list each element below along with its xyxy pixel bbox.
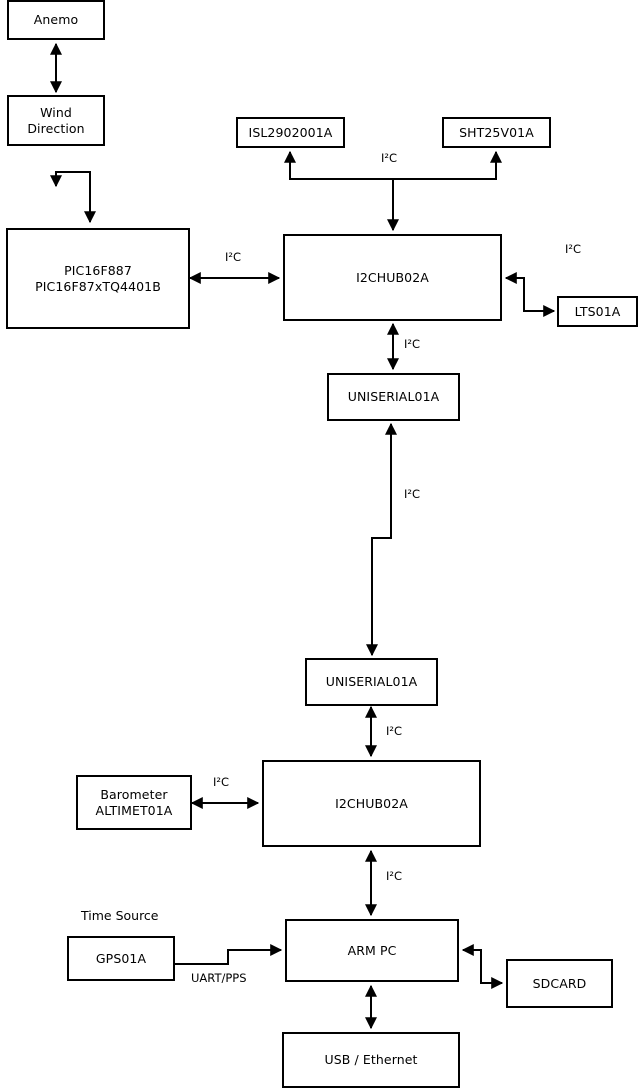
node-uniserial01a-top[interactable]: UNISERIAL01A [327,373,460,421]
edge-label-i2c-uniserial-hub-bottom: I²C [386,724,403,738]
node-isl2902001a-label: ISL2902001A [248,124,333,140]
node-arm-pc-label: ARM PC [347,942,397,958]
edge-label-i2c-hub-uniserial: I²C [404,337,421,351]
node-sdcard-label: SDCARD [532,975,587,991]
edge-label-i2c-hub-lts: I²C [565,242,582,256]
wire-armpc-sdcard [461,944,504,989]
edge-label-i2c-uniserial-link: I²C [404,487,421,501]
wire-hubtop-sht [393,150,502,180]
node-wind-direction-label: Wind Direction [27,104,85,136]
wire-hubtop-isl [284,150,393,180]
wire-winddirection-pic [50,171,96,224]
node-pic-mcu[interactable]: PIC16F887 PIC16F87xTQ4401B [6,228,190,329]
node-barometer[interactable]: Barometer ALTIMET01A [76,775,192,830]
node-wind-direction[interactable]: Wind Direction [7,95,105,146]
node-lts01a[interactable]: LTS01A [557,296,638,327]
node-usb-ethernet[interactable]: USB / Ethernet [282,1032,460,1088]
node-gps01a-label: GPS01A [95,950,147,966]
node-sdcard[interactable]: SDCARD [506,959,613,1008]
edge-label-i2c-hub-armpc: I²C [386,869,403,883]
node-i2chub02a-top[interactable]: I2CHUB02A [283,234,502,321]
node-sht25v01a-label: SHT25V01A [459,124,534,140]
edge-label-i2c-pic-hub: I²C [225,250,242,264]
node-pic-mcu-label: PIC16F887 PIC16F87xTQ4401B [35,262,161,294]
node-isl2902001a[interactable]: ISL2902001A [236,117,345,148]
node-gps01a[interactable]: GPS01A [67,936,175,981]
node-barometer-label: Barometer ALTIMET01A [95,786,173,818]
node-arm-pc[interactable]: ARM PC [285,919,459,982]
label-time-source: Time Source [81,908,159,923]
node-sht25v01a[interactable]: SHT25V01A [442,117,551,148]
node-uniserial01a-bottom-label: UNISERIAL01A [325,674,418,690]
wire-gps-armpc [175,944,283,965]
node-i2chub02a-bottom-label: I2CHUB02A [335,795,408,811]
node-i2chub02a-top-label: I2CHUB02A [356,269,429,285]
edge-label-i2c-barometer-hub: I²C [213,775,230,789]
node-usb-ethernet-label: USB / Ethernet [324,1052,418,1068]
wire-uniserial-link-up [371,422,397,600]
node-uniserial01a-bottom[interactable]: UNISERIAL01A [305,658,438,706]
wire-hubtop-lts [504,272,556,317]
node-anemo-label: Anemo [33,12,79,28]
node-lts01a-label: LTS01A [574,303,621,319]
edge-label-i2c-top-sensors: I²C [381,151,398,165]
node-i2chub02a-bottom[interactable]: I2CHUB02A [262,760,481,847]
edge-label-uart-pps: UART/PPS [191,971,247,985]
node-anemo[interactable]: Anemo [7,0,105,40]
node-uniserial01a-top-label: UNISERIAL01A [347,389,440,405]
